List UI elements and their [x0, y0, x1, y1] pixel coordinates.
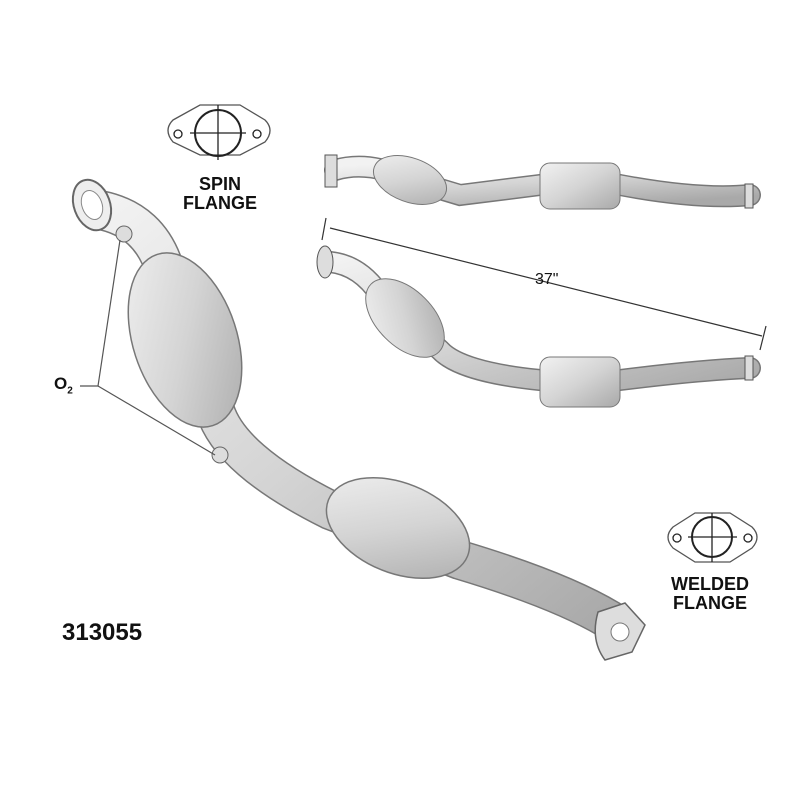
o2-leader-lines	[80, 239, 216, 456]
length-dimension-line	[321, 217, 767, 351]
o2-text: O	[54, 374, 68, 393]
spin-flange-icon	[167, 104, 271, 160]
spin-flange-label-line1: SPIN	[198, 174, 241, 194]
welded-flange-label-line1: WELDED	[671, 574, 749, 594]
spin-flange-side-view	[324, 154, 761, 210]
o2-subscript: 2	[67, 385, 73, 397]
spin-flange-label-line2: FLANGE	[183, 192, 257, 213]
welded-flange-label-line2: FLANGE	[673, 592, 747, 613]
spin-flange-label: SPIN FLANGE	[150, 175, 290, 213]
main-catalytic-converter	[71, 178, 646, 661]
welded-flange-side-view	[316, 245, 761, 408]
welded-flange-icon	[667, 512, 758, 563]
o2-sensor-label: O2	[54, 375, 73, 397]
part-number: 313055	[62, 619, 143, 646]
welded-flange-label: WELDED FLANGE	[645, 575, 775, 613]
length-dimension-label: 37"	[535, 271, 559, 288]
